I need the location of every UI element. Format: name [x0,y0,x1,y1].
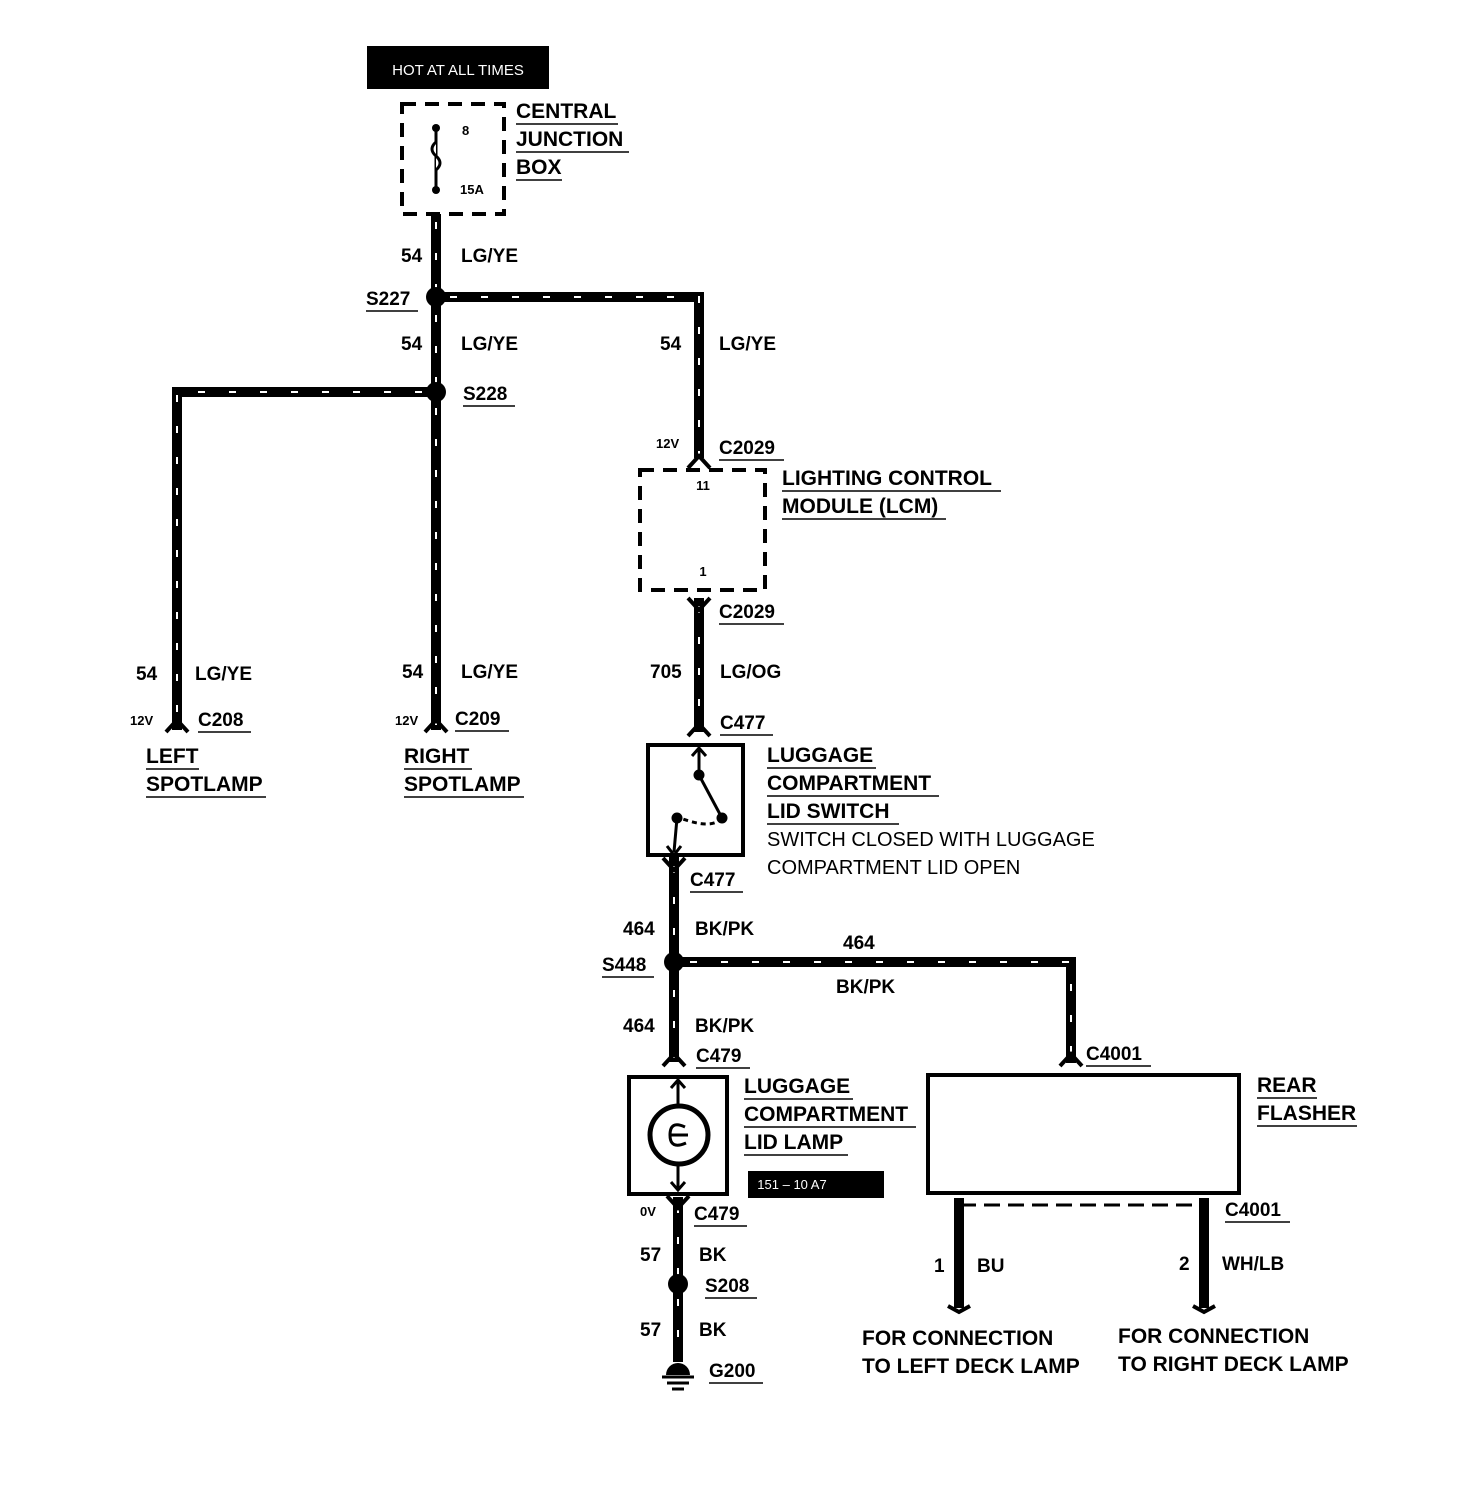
lid-switch-label-2: COMPARTMENT [767,772,931,795]
figure-id: 151 – 10 A7 [757,1177,826,1192]
fuse-rating: 15A [460,182,484,197]
deck-right-line-2: TO RIGHT DECK LAMP [1118,1353,1349,1376]
wire-54-num-2: 54 [401,334,423,355]
wire-464-color-1: BK/PK [695,919,754,940]
splice-s208-label: S208 [705,1276,749,1297]
voltage-c209: 12V [395,713,418,728]
wire-705-color: LG/OG [720,662,781,683]
wire-1-num: 1 [934,1256,945,1277]
connector-c479-top: C479 [696,1046,741,1067]
switch-icon [665,745,728,858]
rear-flasher-label-1: REAR [1257,1074,1317,1097]
wire-54-num-1: 54 [401,246,423,267]
rear-flasher [926,1073,1241,1207]
connector-c477-top: C477 [720,713,765,734]
wire-57-color-1: BK [699,1245,727,1266]
splice-s227-dot [426,287,446,307]
fuse-icon [430,140,442,172]
connector-c2029-bottom: C2029 [719,602,775,623]
lighting-control-module: 11 1 [638,468,767,592]
splice-s448-dot [664,952,684,972]
lid-switch-label-1: LUGGAGE [767,744,873,767]
splice-s228-dot [426,382,446,402]
connector-c4001-top: C4001 [1086,1044,1142,1065]
lcm-label-1: LIGHTING CONTROL [782,467,992,490]
wire-54-num-3: 54 [660,334,682,355]
voltage-c2029: 12V [656,436,679,451]
right-spotlamp-label-2: SPOTLAMP [404,773,521,796]
deck-left-line-2: TO LEFT DECK LAMP [862,1355,1080,1378]
lcm-label-2: MODULE (LCM) [782,495,938,518]
figure-id-tag: 151 – 10 A7 [748,1171,884,1198]
rear-flasher-label-2: FLASHER [1257,1102,1356,1125]
lid-lamp-label-2: COMPARTMENT [744,1103,908,1126]
lamp-icon [647,1077,711,1193]
wire-57-num-2: 57 [640,1320,661,1341]
ground-icon [662,1363,694,1391]
central-junction-box: 8 15A [400,102,506,216]
connector-marks [164,453,1216,1315]
lid-lamp-label-3: LID LAMP [744,1131,843,1154]
wire-57-num-1: 57 [640,1245,661,1266]
wire-54-num-4: 54 [136,664,158,685]
wire-54-color-4: LG/YE [195,664,252,685]
hot-label: HOT AT ALL TIMES [392,62,524,79]
wire-705-num: 705 [650,662,682,683]
wire-2-num: 2 [1179,1254,1190,1275]
left-spotlamp-label-2: SPOTLAMP [146,773,263,796]
connector-c208: C208 [198,710,243,731]
deck-right-line-1: FOR CONNECTION [1118,1325,1309,1348]
splice-s208-dot [668,1274,688,1294]
connector-c209: C209 [455,709,500,730]
wire-464-color-2: BK/PK [836,977,895,998]
hot-at-all-times-banner: HOT AT ALL TIMES [367,46,549,89]
lid-lamp [627,1075,729,1196]
wire-57-color-2: BK [699,1320,727,1341]
lcm-pin-11: 11 [696,478,710,493]
connector-c4001-bottom: C4001 [1225,1200,1281,1221]
lcm-pin-1: 1 [699,564,706,579]
lid-switch-note-2: COMPARTMENT LID OPEN [767,857,1020,879]
wire-54-color-3: LG/YE [719,334,776,355]
wire-464-num-1: 464 [623,919,655,940]
right-spotlamp-label-1: RIGHT [404,745,470,768]
cjb-label-1: CENTRAL [516,100,616,123]
wire-54-color-5: LG/YE [461,662,518,683]
lid-lamp-label-1: LUGGAGE [744,1075,850,1098]
splice-s228-label: S228 [463,384,507,405]
ground-label: G200 [709,1361,755,1382]
deck-left-line-1: FOR CONNECTION [862,1327,1053,1350]
wire-464-num-2: 464 [843,933,875,954]
wire-464-color-3: BK/PK [695,1016,754,1037]
splice-s227-label: S227 [366,289,410,310]
cjb-label-3: BOX [516,156,562,179]
lid-switch [646,743,745,858]
cjb-label-2: JUNCTION [516,128,623,151]
lid-switch-note-1: SWITCH CLOSED WITH LUGGAGE [767,829,1095,851]
wire-1-color: BU [977,1256,1004,1277]
wire-464-num-3: 464 [623,1016,655,1037]
fuse-number: 8 [462,123,469,138]
lid-switch-label-3: LID SWITCH [767,800,889,823]
wire-54-num-5: 54 [402,662,424,683]
left-spotlamp-label-1: LEFT [146,745,199,768]
connector-c2029-top: C2029 [719,438,775,459]
wire-2-color: WH/LB [1222,1254,1284,1275]
wire-54-color-2: LG/YE [461,334,518,355]
voltage-c208: 12V [130,713,153,728]
wire-54-color-1: LG/YE [461,246,518,267]
splice-s448-label: S448 [602,955,646,976]
connector-c479-bottom: C479 [694,1204,739,1225]
connector-c477-bottom: C477 [690,870,735,891]
voltage-c479: 0V [640,1204,656,1219]
